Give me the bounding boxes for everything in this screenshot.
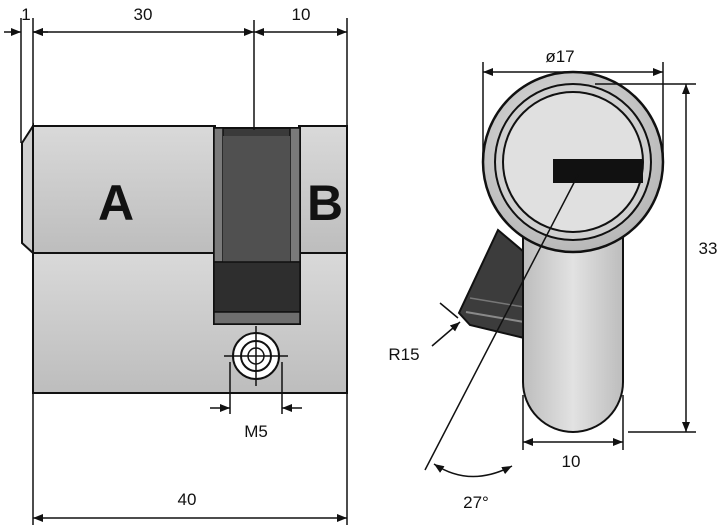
- dim-arrow-r15: [431, 321, 461, 347]
- dim-arc-27: [433, 463, 513, 478]
- side-view: ø17 33 10 R15 27°: [388, 47, 717, 512]
- cam-block: [223, 136, 290, 262]
- fixing-screw-hole: [224, 326, 288, 386]
- dim-label-30: 30: [134, 5, 153, 24]
- dim-label-10-bottom: 10: [562, 452, 581, 471]
- cam-lower-plate: [213, 261, 301, 313]
- cylinder-label-b: B: [307, 175, 343, 231]
- dim-leader-r15: [439, 302, 459, 319]
- cam-slot-right-wall: [289, 127, 301, 263]
- dim-label-diameter: ø17: [545, 47, 574, 66]
- cylinder-label-a: A: [98, 175, 134, 231]
- cam-slot-left-wall: [213, 127, 224, 263]
- cam-lever-edge: [469, 297, 525, 308]
- dim-label-40: 40: [178, 490, 197, 509]
- cam-lever-edge: [465, 311, 525, 323]
- cylinder-front-chamfer: [21, 122, 34, 256]
- cylinder-b-body: [298, 125, 348, 254]
- dim-label-10-top: 10: [292, 5, 311, 24]
- dim-label-33: 33: [699, 239, 718, 258]
- cam-base-plate: [213, 311, 301, 325]
- dim-label-m5: M5: [244, 422, 268, 441]
- cam-lever: [457, 228, 525, 340]
- keyway-slot: [553, 159, 643, 183]
- cylinder-a-body: [32, 125, 216, 254]
- dim-label-r15: R15: [388, 345, 419, 364]
- dim-label-1: 1: [21, 5, 30, 24]
- angle-reference-line: [424, 174, 579, 471]
- cylinder-profile-body: [522, 234, 624, 433]
- front-view: A B 1 30 10 40: [4, 5, 348, 525]
- dim-label-27: 27°: [463, 493, 489, 512]
